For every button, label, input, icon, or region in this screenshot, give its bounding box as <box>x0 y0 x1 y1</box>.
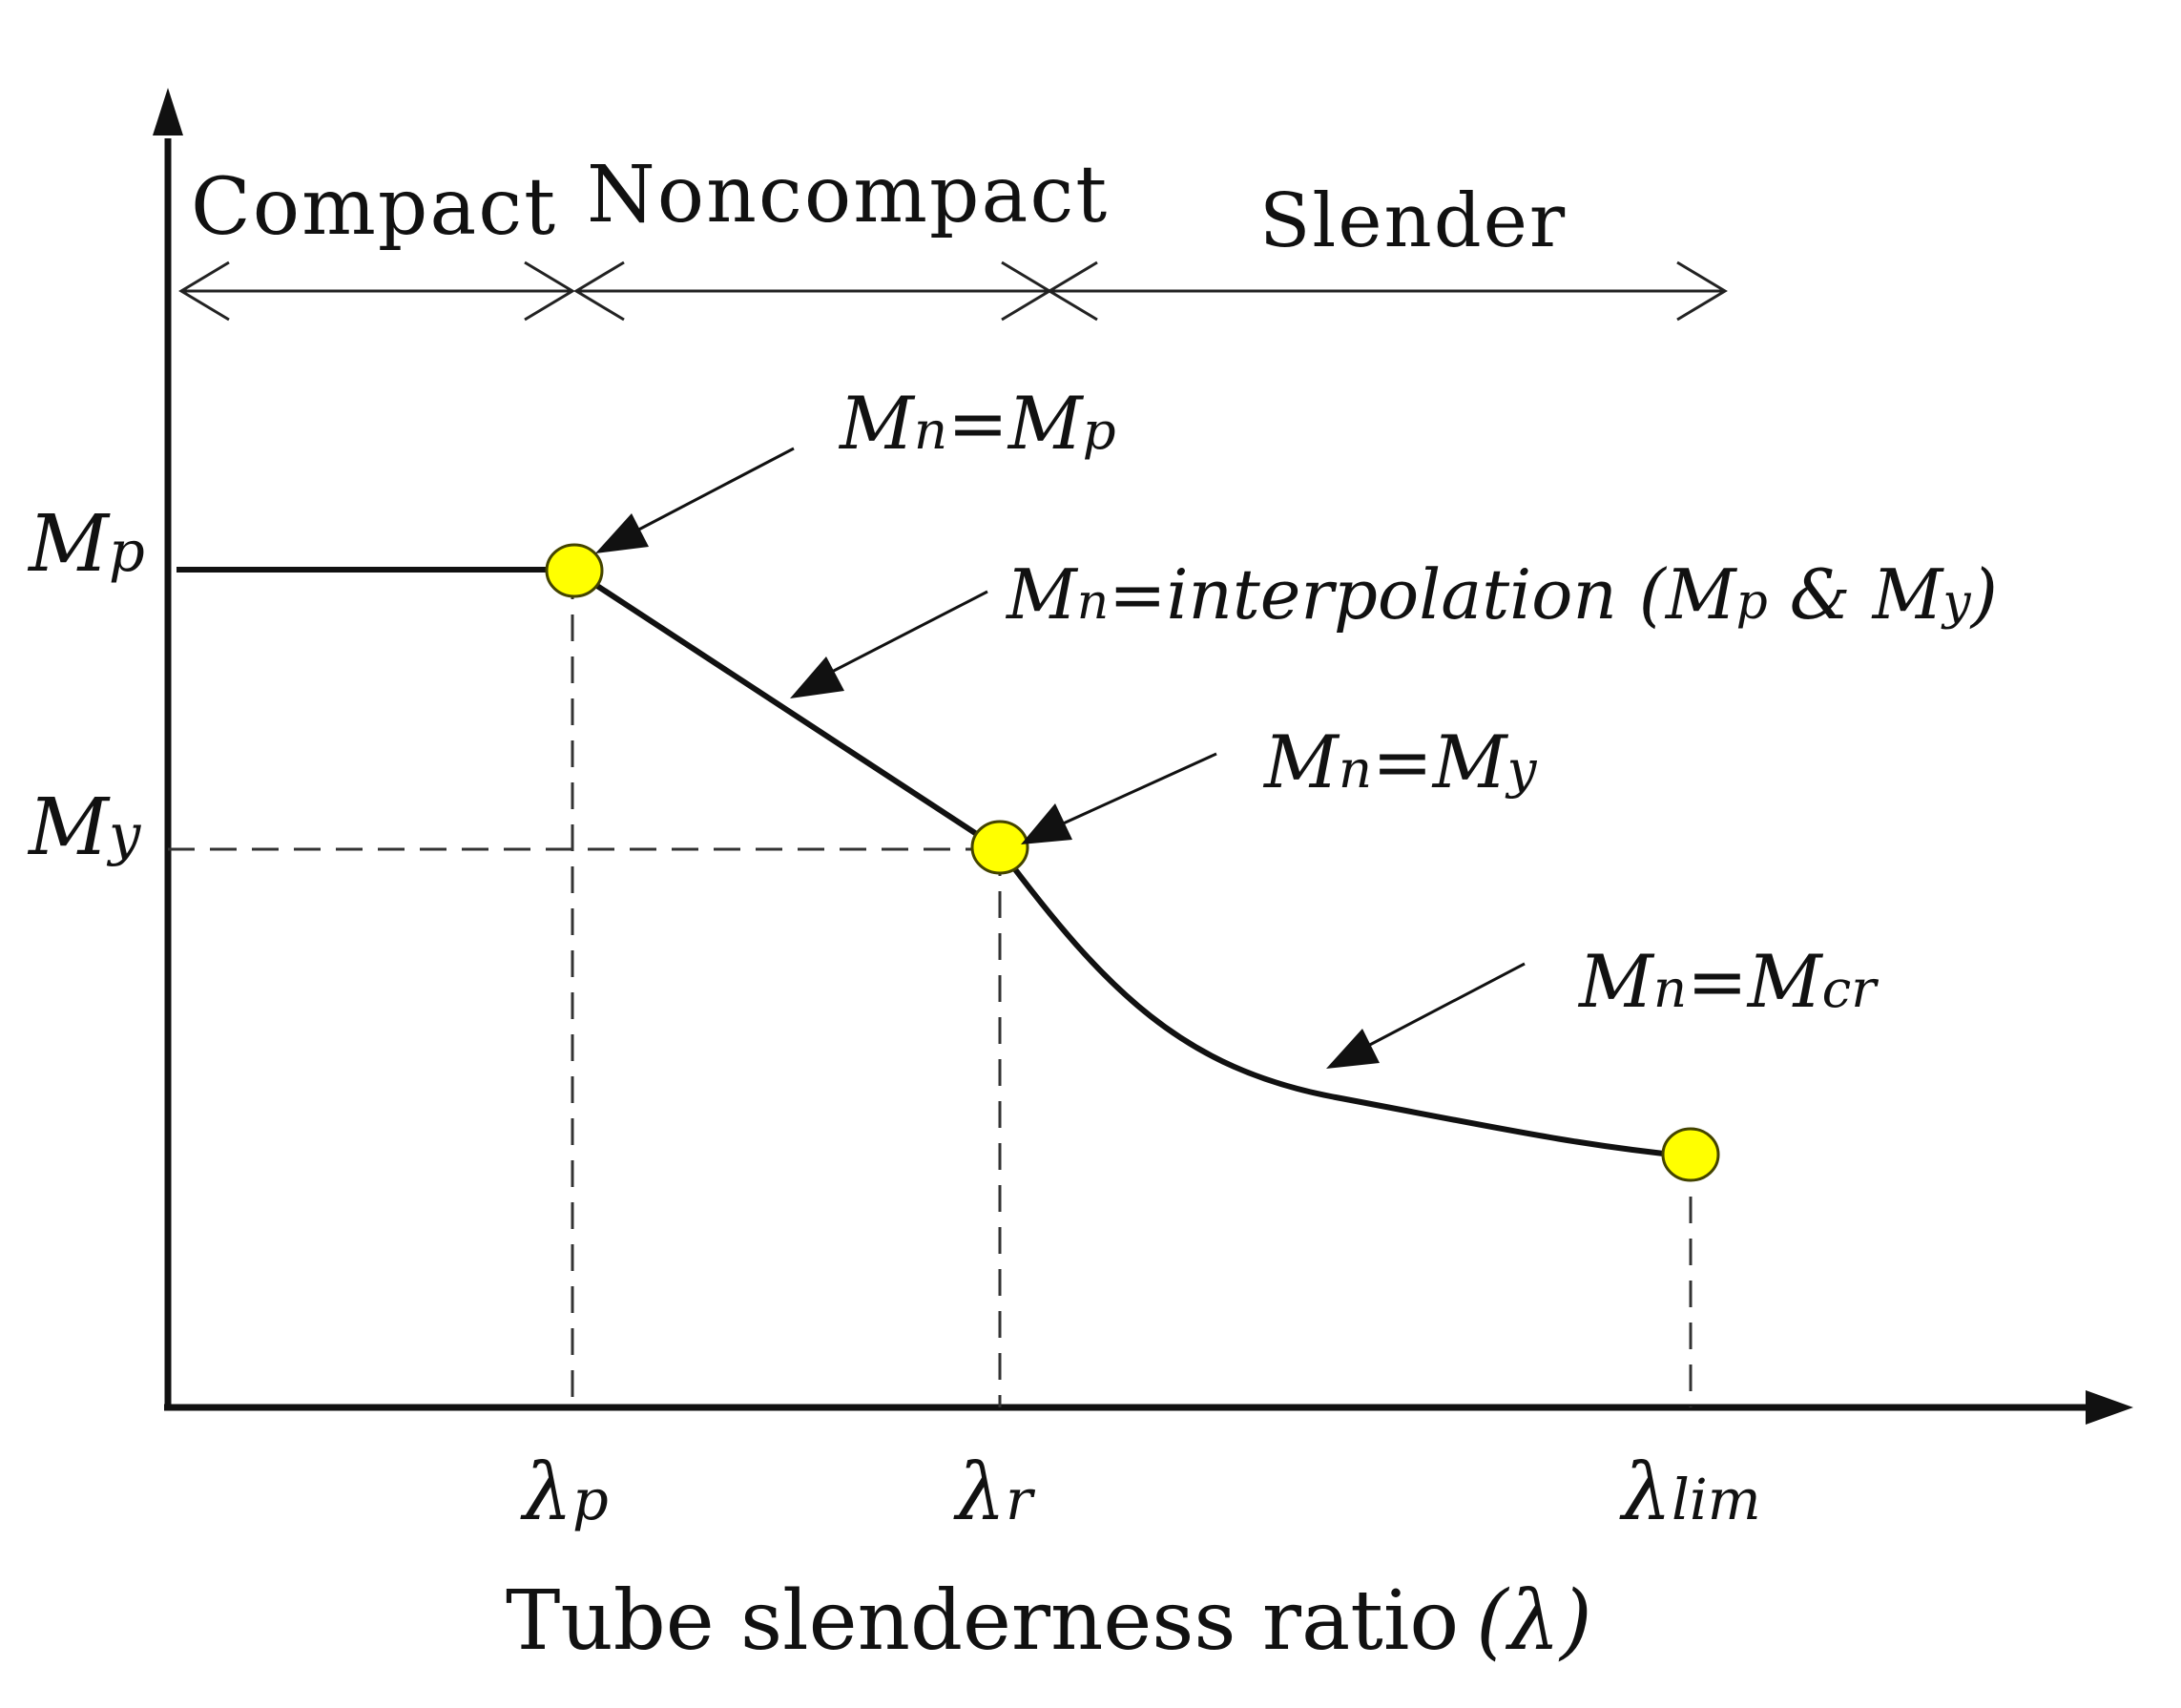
leader-head-mn-interp-icon <box>790 656 844 698</box>
annotation-mn-mcr: Mn=Mcr <box>1577 939 1879 1024</box>
x-axis-title: Tube slenderness ratio(λ) <box>506 1573 1592 1669</box>
region-label-noncompact: Noncompact <box>587 150 1109 240</box>
key-points <box>545 543 1720 1182</box>
point-lambda-p <box>545 543 604 598</box>
leader-line-mn-mp <box>629 447 795 536</box>
capacity-curve <box>177 567 1692 1159</box>
leader-line-mn-mcr <box>1363 962 1526 1050</box>
leader-head-mn-my-icon <box>1021 803 1072 844</box>
region-label-slender: Slender <box>1259 178 1567 264</box>
region-label-compact: Compact <box>191 162 557 253</box>
slender-left-arrowhead-icon <box>1047 260 1098 322</box>
x-axis-arrow-icon <box>2086 1390 2133 1425</box>
y-axis-arrow-icon <box>153 88 183 135</box>
leader-arrows <box>595 447 1526 1069</box>
point-lambda-lim <box>1661 1127 1720 1182</box>
annotation-mn-my: Mn=My <box>1262 719 1538 804</box>
leader-head-mn-mcr-icon <box>1326 1029 1380 1069</box>
leader-line-mn-my <box>1058 752 1217 827</box>
y-label-my: My <box>27 782 141 873</box>
leader-head-mn-mp-icon <box>595 513 649 553</box>
x-label-lambda-lim: λlim <box>1619 1448 1761 1538</box>
point-lambda-r <box>970 820 1029 875</box>
slender-right-arrowhead-icon <box>1676 260 1728 322</box>
annotation-mn-mp: Mn=Mp <box>838 381 1116 466</box>
region-arrows <box>178 260 1728 322</box>
leader-line-mn-interp <box>829 590 988 675</box>
x-label-lambda-r: λr <box>953 1448 1036 1538</box>
y-label-mp: Mp <box>27 499 145 590</box>
x-label-lambda-p: λp <box>520 1448 609 1538</box>
interpolation-segment <box>571 567 1002 852</box>
noncompact-left-arrowhead-icon <box>573 260 625 322</box>
guide-lines <box>168 573 1693 1407</box>
compact-right-arrowhead-icon <box>524 260 575 322</box>
elastic-buckling-segment <box>997 847 1692 1159</box>
compact-left-arrowhead-icon <box>178 260 230 322</box>
annotation-mn-interpolation: Mn=interpolation (Mp & My) <box>1005 554 1998 635</box>
axes <box>153 88 2133 1425</box>
